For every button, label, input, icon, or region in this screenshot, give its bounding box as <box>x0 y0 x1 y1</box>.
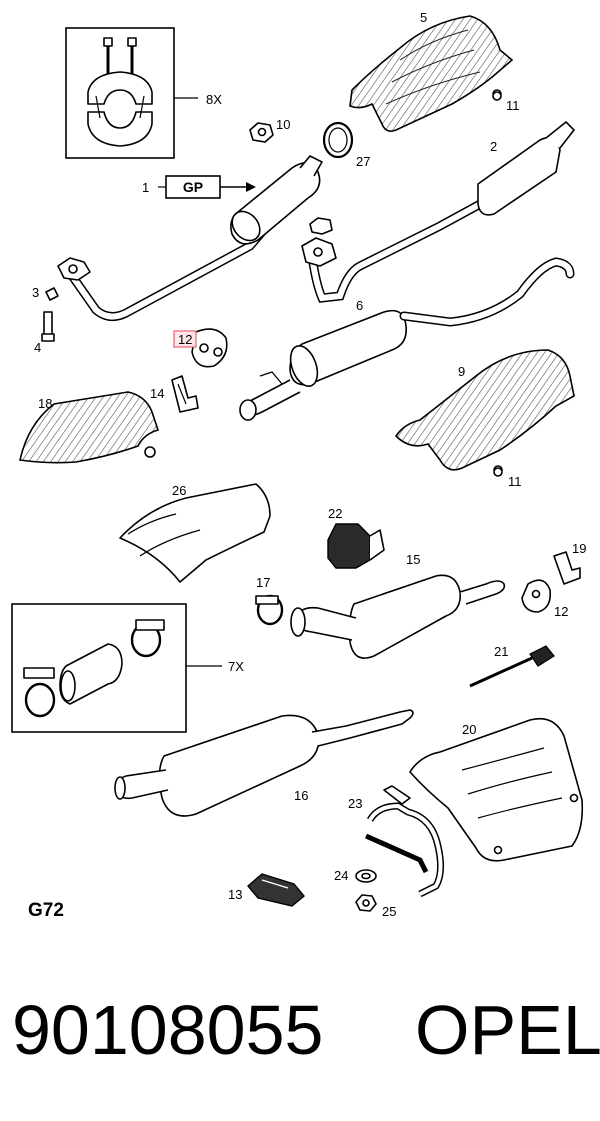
heat-shield-5-icon <box>349 15 514 132</box>
callout-14: 14 <box>150 386 164 401</box>
rubber-hanger-12-icon <box>191 328 228 368</box>
callout-2: 2 <box>490 139 497 154</box>
clip-14-icon <box>171 375 199 413</box>
bracket-19-icon <box>553 551 581 585</box>
callout-8x: 8X <box>206 92 222 107</box>
heat-shield-9-icon <box>394 349 575 475</box>
catalytic-pipe-2-icon <box>301 121 575 303</box>
bolt-4-icon <box>41 311 55 342</box>
inset-clamps-7x <box>11 603 222 733</box>
brand-name: OPEL <box>415 991 600 1069</box>
nut-25-icon <box>355 894 377 912</box>
clamp-bolt-left-icon <box>103 37 113 74</box>
heat-shield-26-icon <box>119 483 271 583</box>
nut-11a-icon <box>492 91 502 101</box>
clamp-27-icon <box>322 121 354 159</box>
callout-19: 19 <box>572 541 586 556</box>
nut-10-icon <box>249 122 274 143</box>
rivet-21-icon <box>469 645 555 688</box>
strap-clamp-23-icon <box>364 785 445 898</box>
callout-18: 18 <box>38 396 52 411</box>
callout-11-top: 11 <box>506 98 520 113</box>
callout-21: 21 <box>494 644 508 659</box>
callout-26: 26 <box>172 483 186 498</box>
callout-12-highlighted: 12 <box>178 332 192 347</box>
sleeve-icon <box>59 643 123 705</box>
nut-11b-icon <box>493 467 503 477</box>
callout-24: 24 <box>334 868 348 883</box>
bracket-13-icon <box>247 873 305 907</box>
callout-10: 10 <box>276 117 290 132</box>
bolt-3-icon <box>45 287 59 301</box>
callout-13: 13 <box>228 887 242 902</box>
washer-24-icon <box>355 869 377 883</box>
clamp-7x-bottom-icon <box>23 667 56 718</box>
clamp-bolt-right-icon <box>127 37 137 74</box>
rear-silencer-15-icon <box>290 574 506 659</box>
callout-25: 25 <box>382 904 396 919</box>
callout-22: 22 <box>328 506 342 521</box>
clamp-7x-top-icon <box>130 619 165 658</box>
clamp-17-icon <box>255 594 284 626</box>
callout-15: 15 <box>406 552 420 567</box>
callout-7x: 7X <box>228 659 244 674</box>
callout-20: 20 <box>462 722 476 737</box>
callout-9: 9 <box>458 364 465 379</box>
part-number: 90108055 <box>12 991 324 1069</box>
silencer-16-icon <box>114 709 414 817</box>
heat-shield-18-icon <box>19 391 160 464</box>
rubber-mount-22-icon <box>327 523 385 569</box>
diagram-code: G72 <box>28 900 64 921</box>
heat-shield-20-icon <box>409 717 584 862</box>
footer: 90108055 OPEL <box>12 985 600 1075</box>
gp-label-text: GP <box>183 179 203 195</box>
callout-12-lower: 12 <box>554 604 568 619</box>
inset-clamp-8x <box>65 27 198 159</box>
highlighted-callout-box <box>173 330 197 348</box>
callout-23: 23 <box>348 796 362 811</box>
callout-27: 27 <box>356 154 370 169</box>
callout-5: 5 <box>420 10 427 25</box>
callout-17: 17 <box>256 575 270 590</box>
callout-16: 16 <box>294 788 308 803</box>
rear-silencer-6-icon <box>239 257 575 421</box>
front-pipe-1-icon <box>57 155 323 321</box>
callout-4: 4 <box>34 340 41 355</box>
callout-11-bottom: 11 <box>508 474 522 489</box>
gp-label-box: GP <box>158 175 256 199</box>
callout-6: 6 <box>356 298 363 313</box>
callout-3: 3 <box>32 285 39 300</box>
callout-1: 1 <box>142 180 149 195</box>
clamp-halves-icon <box>87 71 153 147</box>
rubber-hanger-12b-icon <box>521 579 552 613</box>
